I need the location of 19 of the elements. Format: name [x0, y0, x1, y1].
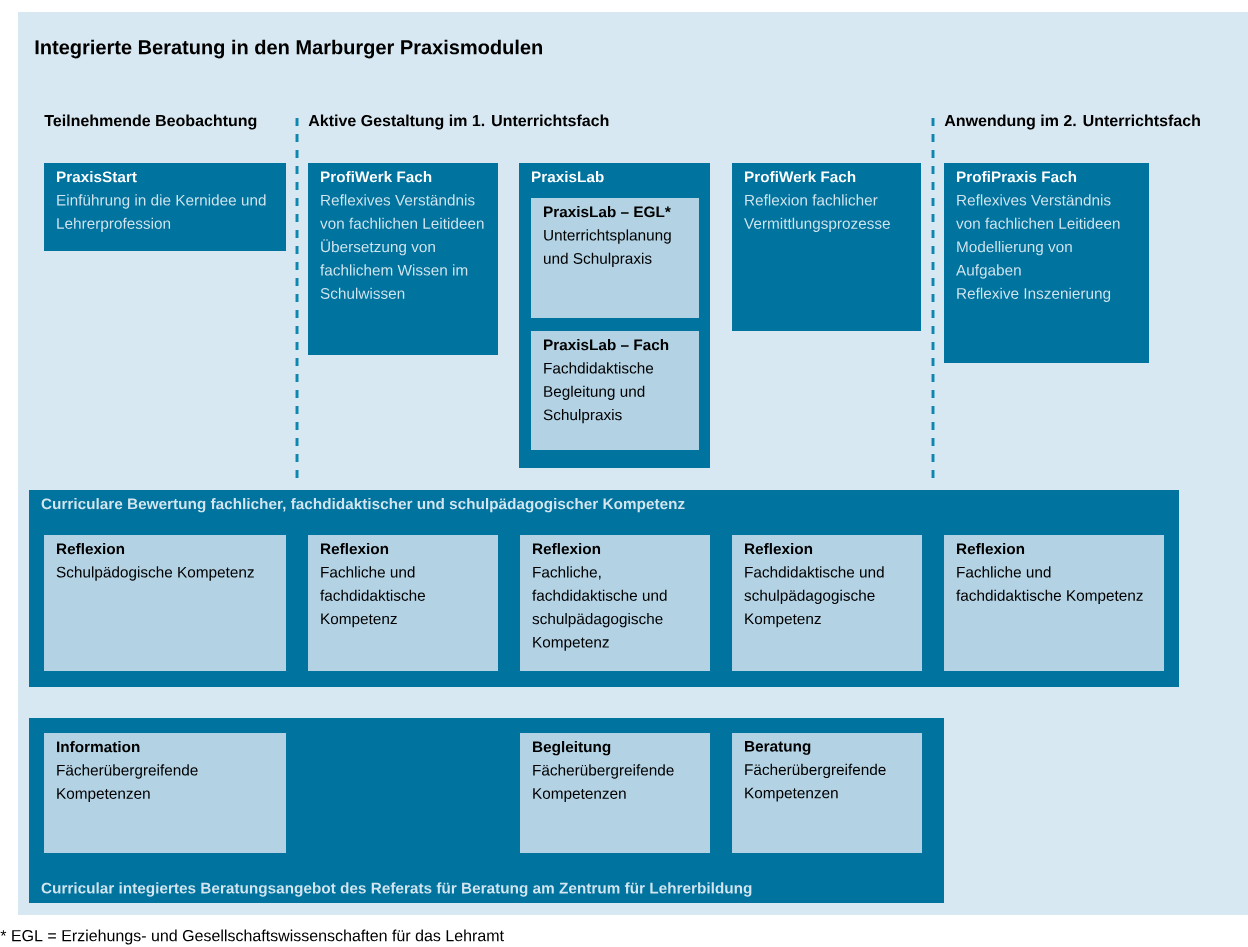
content-box: PraxisLab – EGL* Unterrichtsplanung und Schulpraxis	[531, 198, 699, 318]
module-box: PraxisStart Einführung in die Kernidee und Lehrerprofession	[44, 163, 286, 251]
content-box: Reflexion Fachliche und fachdidaktische Kompetenz	[308, 535, 498, 671]
content-box: Reflexion Fachliche und fachdidaktische Kompetenz	[944, 535, 1164, 671]
column-heading: Teilnehmende Beobachtung	[44, 114, 257, 130]
content-box: Reflexion Fachdidaktische und schulpädagogische Kompetenz	[732, 535, 922, 671]
module-box: ProfiWerk Fach Reflexives Verständnis von fachlichen Leitideen Übersetzung von fachlichem Wissen im Schulwissen	[308, 163, 498, 355]
content-box: Reflexion Schulpädogische Kompetenz	[44, 535, 286, 671]
content-box: Information Fächerübergreifende Kompetenzen	[44, 733, 286, 853]
content-box: Beratung Fächerübergreifende Kompetenzen	[732, 733, 922, 853]
title: Integrierte Beratung in den Marburger Praxismodulen	[35, 39, 542, 59]
module-box: ProfiWerk Fach Reflexion fachlicher Vermittlungsprozesse	[732, 163, 921, 331]
footnote: * EGL = Erziehungs- und Gesellschaftswissenschaften für das Lehramt	[0, 929, 504, 945]
content-box: PraxisLab – Fach Fachdidaktische Begleitung und Schulpraxis	[531, 331, 699, 450]
module-box: ProfiPraxis Fach Reflexives Verständnis von fachlichen Leitideen Modellierung von Aufgaben Reflexive Inszenierung	[944, 163, 1149, 363]
content-box: Begleitung Fächerübergreifende Kompetenzen	[520, 733, 710, 853]
column-heading: Anwendung im 2. Unterrichtsfach	[944, 114, 1200, 130]
column-heading: Aktive Gestaltung im 1. Unterrichtsfach	[308, 114, 609, 130]
content-box: Reflexion Fachliche, fachdidaktische und schulpädagogische Kompetenz	[520, 535, 710, 671]
